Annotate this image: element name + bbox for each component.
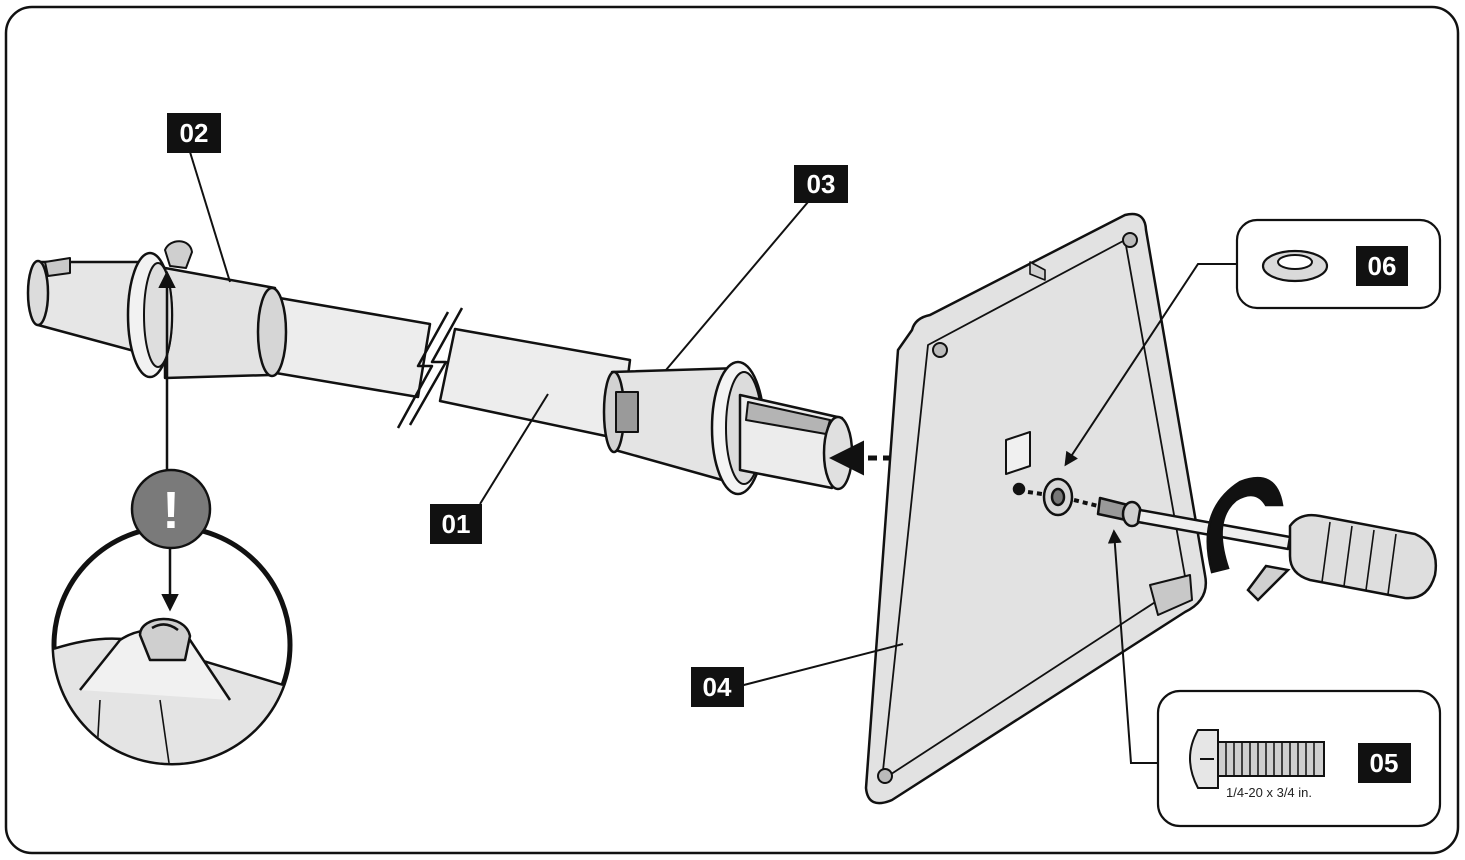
screw-callout: 1/4-20 x 3/4 in. (1156, 689, 1442, 828)
base-plate (864, 212, 1208, 805)
svg-text:04: 04 (703, 672, 732, 702)
leader-lines (189, 151, 1238, 764)
svg-text:05: 05 (1370, 748, 1399, 778)
installed-washer (1042, 477, 1074, 517)
svg-text:02: 02 (180, 118, 209, 148)
tag-04: 04 (691, 667, 744, 707)
washer-callout (1235, 218, 1442, 310)
tag-03: 03 (794, 165, 848, 203)
break-symbol (408, 307, 464, 426)
tag-01: 01 (430, 504, 482, 544)
tag-06: 06 (1356, 246, 1408, 286)
svg-text:01: 01 (442, 509, 471, 539)
screwdriver-handle (1288, 513, 1438, 600)
tag-05: 05 (1358, 743, 1411, 783)
rotate-arrow (1206, 477, 1291, 602)
zoom-detail (51, 524, 293, 766)
svg-text:03: 03 (807, 169, 836, 199)
tag-02: 02 (167, 113, 221, 153)
warning-badge: ! (130, 468, 212, 550)
svg-text:06: 06 (1368, 251, 1397, 281)
warning-icon: ! (162, 482, 179, 540)
screw-spec-label: 1/4-20 x 3/4 in. (1226, 785, 1312, 800)
